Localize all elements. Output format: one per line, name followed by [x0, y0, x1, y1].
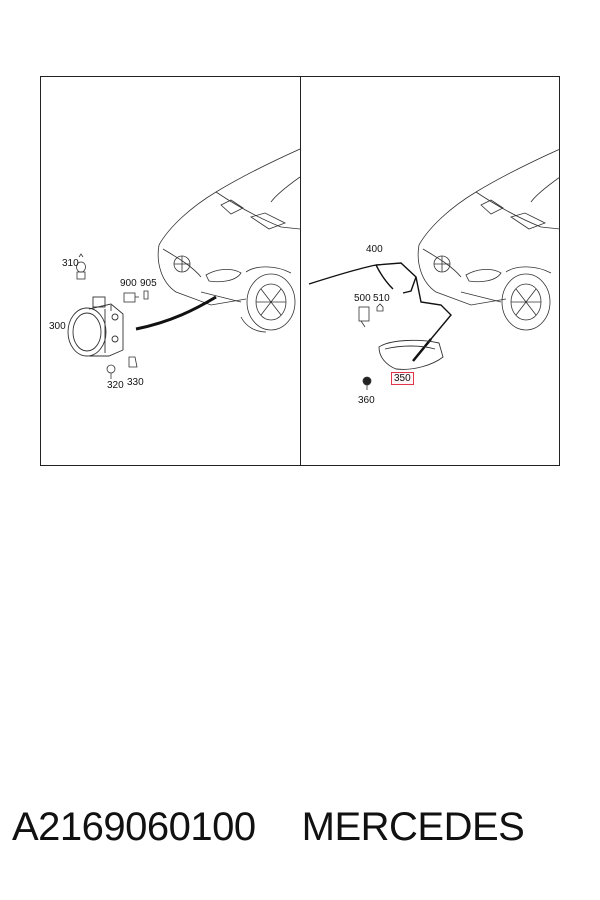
fog-lamp-assembly: [67, 296, 124, 357]
callout-905: 905: [140, 278, 157, 289]
wiring-harness-400: [308, 262, 452, 340]
callout-900: 900: [120, 278, 137, 289]
callout-400: 400: [366, 244, 383, 255]
connector-900: [123, 292, 139, 303]
screw-320: [106, 364, 116, 379]
fog-lamp-pointer: [135, 295, 217, 331]
right-panel-drawing: [308, 148, 560, 390]
callout-350-highlighted[interactable]: 350: [391, 372, 414, 385]
callout-310: 310: [62, 258, 79, 269]
callout-320: 320: [107, 380, 124, 391]
connector-500: [358, 306, 370, 328]
car-front-illustration: [157, 148, 300, 333]
callout-300: 300: [49, 321, 66, 332]
part-caption: A2169060100 MERCEDES: [12, 805, 592, 850]
part-number: A2169060100: [12, 805, 256, 849]
clip-330: [128, 356, 138, 368]
callout-330: 330: [127, 377, 144, 388]
clip-510: [376, 303, 384, 312]
left-panel-drawing: [67, 148, 300, 379]
drl-pointer: [412, 338, 432, 362]
callout-510: 510: [373, 293, 390, 304]
callout-360: 360: [358, 395, 375, 406]
bulb-310: [76, 253, 86, 280]
drl-lamp-350: [378, 339, 444, 370]
clip-905: [143, 290, 149, 300]
brand-name: MERCEDES: [301, 805, 525, 849]
screw-360: [362, 376, 372, 390]
panel-divider: [300, 76, 301, 466]
car-front-illustration-right: [417, 148, 560, 331]
callout-500: 500: [354, 293, 371, 304]
